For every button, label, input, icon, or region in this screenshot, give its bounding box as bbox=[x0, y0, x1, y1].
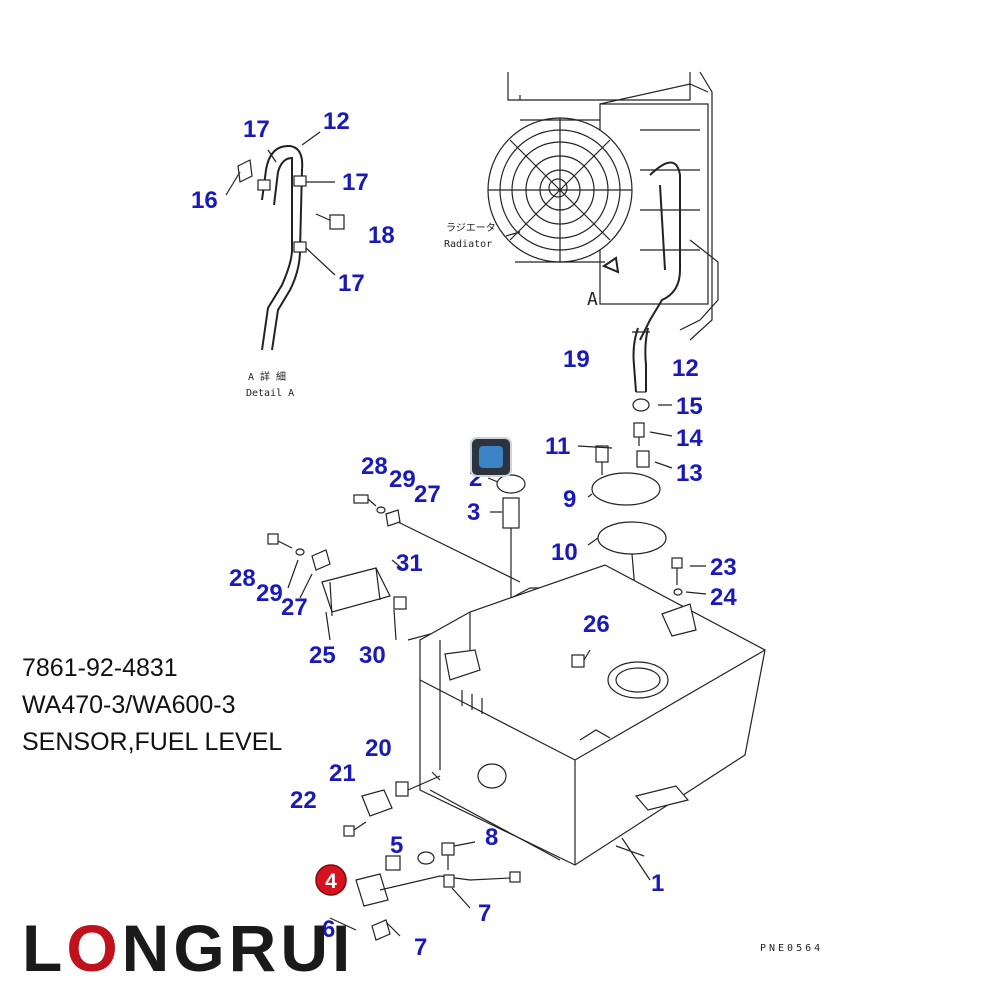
callout-5: 5 bbox=[390, 832, 403, 859]
callout-28: 28 bbox=[229, 565, 256, 592]
callout-1: 1 bbox=[651, 870, 664, 897]
fuel-tank-drawing bbox=[419, 564, 766, 881]
callout-17: 17 bbox=[342, 169, 369, 196]
callout-labels: 17 12 16 17 18 17 19 12 15 14 11 13 9 10… bbox=[191, 108, 737, 961]
callout-3: 3 bbox=[467, 499, 480, 526]
radiator-label-jp: ラジエータ bbox=[446, 222, 496, 234]
callout-21: 21 bbox=[329, 760, 356, 787]
callout-12: 12 bbox=[672, 355, 699, 382]
callout-30: 30 bbox=[359, 642, 386, 669]
callout-13: 13 bbox=[676, 460, 703, 487]
callout-27: 27 bbox=[281, 594, 308, 621]
model-list: WA470-3/WA600-3 bbox=[22, 691, 236, 719]
brand-logo: LONGRUI bbox=[22, 910, 354, 986]
drawing-code: PNE0564 bbox=[760, 943, 824, 954]
radiator-drawing bbox=[487, 71, 719, 341]
callout-20: 20 bbox=[365, 735, 392, 762]
brand-mark-icon: O bbox=[66, 911, 122, 985]
callout-22: 22 bbox=[290, 787, 317, 814]
callout-23: 23 bbox=[710, 554, 737, 581]
callout-6: 6 bbox=[322, 916, 335, 943]
callout-16: 16 bbox=[191, 187, 218, 214]
callout-14: 14 bbox=[676, 425, 703, 452]
radiator-label-en: Radiator bbox=[444, 239, 492, 250]
callout-15: 15 bbox=[676, 393, 703, 420]
brand-rest: NGRUI bbox=[121, 911, 355, 985]
app-icon-inner bbox=[479, 446, 503, 468]
brand-prefix: L bbox=[22, 911, 67, 985]
lower-parts-drawing bbox=[329, 775, 521, 941]
callout-7: 7 bbox=[478, 900, 491, 927]
callout-31: 31 bbox=[396, 550, 423, 577]
callout-29: 29 bbox=[389, 466, 416, 493]
bracket-drawing bbox=[267, 494, 521, 641]
hose-drawing bbox=[632, 327, 650, 393]
detail-a-label-jp: A 詳 細 bbox=[248, 370, 286, 383]
view-a-label: A bbox=[587, 289, 598, 310]
part-description: SENSOR,FUEL LEVEL bbox=[22, 728, 283, 756]
callout-8: 8 bbox=[485, 824, 498, 851]
cap-parts bbox=[577, 398, 673, 651]
callout-11: 11 bbox=[545, 433, 570, 460]
diagram-annotations: ラジエータ Radiator A A 詳 細 Detail A bbox=[246, 222, 598, 399]
highlight-label: 4 bbox=[325, 870, 337, 893]
callout-18: 18 bbox=[368, 222, 395, 249]
bolt-drawing bbox=[571, 557, 707, 668]
callout-25: 25 bbox=[309, 642, 336, 669]
callout-19: 19 bbox=[563, 346, 590, 373]
callout-9: 9 bbox=[563, 486, 576, 513]
callout-29: 29 bbox=[256, 580, 283, 607]
callout-24: 24 bbox=[710, 584, 737, 611]
callout-7: 7 bbox=[414, 934, 427, 961]
detail-a-drawing bbox=[225, 131, 345, 351]
callout-17: 17 bbox=[338, 270, 365, 297]
part-number: 7861-92-4831 bbox=[22, 654, 178, 682]
callout-27: 27 bbox=[414, 481, 441, 508]
callout-28: 28 bbox=[361, 453, 388, 480]
callout-26: 26 bbox=[583, 611, 610, 638]
app-overlay-icon[interactable] bbox=[470, 437, 512, 477]
callout-17: 17 bbox=[243, 116, 270, 143]
highlight-marker: 4 bbox=[315, 864, 347, 896]
callout-10: 10 bbox=[551, 539, 578, 566]
callout-12: 12 bbox=[323, 108, 350, 135]
detail-a-label-en: Detail A bbox=[246, 388, 294, 399]
